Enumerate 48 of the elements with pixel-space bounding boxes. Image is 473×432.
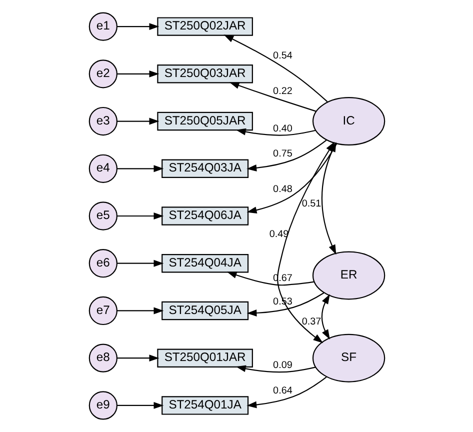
node-circle: e6 <box>88 249 117 278</box>
edge-label: 0.64 <box>272 386 292 397</box>
node-circle: e2 <box>88 60 117 88</box>
node-box: ST254Q06JA <box>161 206 248 226</box>
node-box: ST250Q05JAR <box>156 112 252 131</box>
node-ellipse: IC <box>312 97 385 146</box>
arrow <box>116 165 164 172</box>
arrow <box>246 143 337 214</box>
node-box: ST250Q02JAR <box>156 17 252 36</box>
arrow <box>228 82 316 112</box>
arrow <box>116 354 159 362</box>
node-circle: e8 <box>88 344 117 372</box>
arrow <box>116 118 159 125</box>
edge-label: 0.37 <box>301 316 321 328</box>
arrow <box>235 365 316 373</box>
node-box: ST254Q04JA <box>161 254 248 273</box>
edge-label: 0.48 <box>272 184 292 195</box>
node-circle: e9 <box>88 391 117 420</box>
arrow <box>276 142 334 344</box>
node-box: ST250Q03JAR <box>156 64 252 84</box>
arrow <box>116 212 164 220</box>
node-ellipse: ER <box>312 251 385 300</box>
node-box: ST254Q05JA <box>161 301 248 320</box>
edge-label: 0.54 <box>272 50 292 62</box>
arrow <box>223 34 328 102</box>
edge-label: 0.09 <box>272 360 292 372</box>
node-box: ST250Q01JAR <box>156 348 252 368</box>
arrow <box>246 292 324 316</box>
arrow <box>320 294 330 340</box>
arrow <box>246 376 326 408</box>
node-box: ST254Q01JA <box>161 396 248 415</box>
node-circle: e7 <box>88 296 117 326</box>
arrow <box>116 307 164 314</box>
arrow <box>116 260 164 267</box>
node-circle: e5 <box>88 202 117 230</box>
edge-label: 0.40 <box>272 123 292 134</box>
arrow <box>116 70 159 78</box>
arrow <box>235 128 316 136</box>
arrow <box>116 23 159 30</box>
edge-label: 0.75 <box>272 148 292 160</box>
edge-label: 0.22 <box>272 86 292 97</box>
arrow <box>116 402 164 409</box>
edge-label: 0.51 <box>301 198 321 210</box>
node-circle: e3 <box>88 106 117 136</box>
node-circle: e1 <box>88 12 117 41</box>
node-circle: e4 <box>88 154 117 183</box>
arrow <box>246 140 326 172</box>
node-box: ST254Q03JA <box>161 159 248 178</box>
